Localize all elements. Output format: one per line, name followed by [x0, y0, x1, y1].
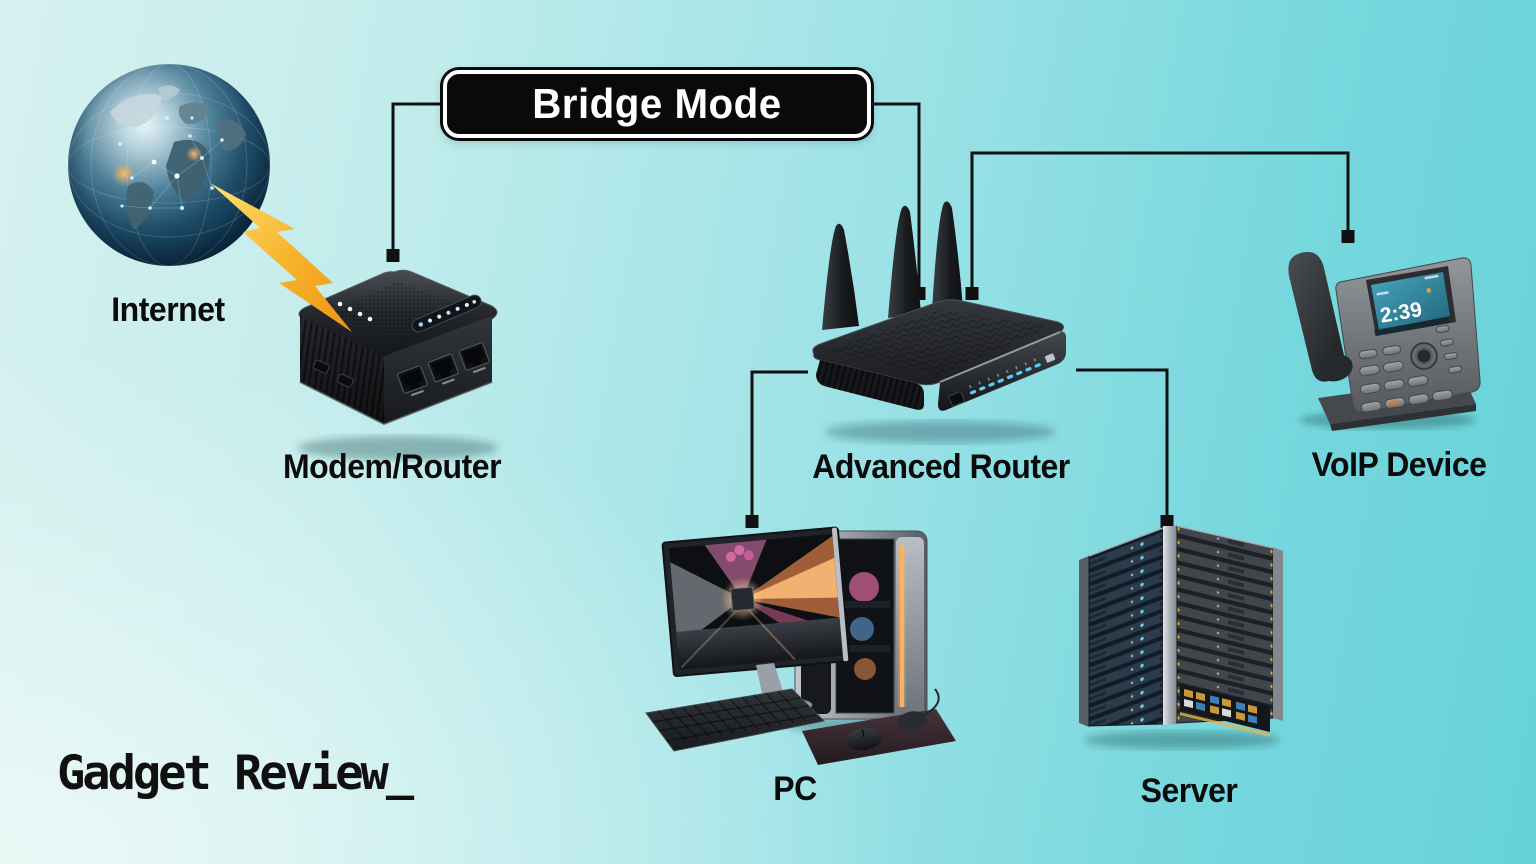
bridge-mode-title: Bridge Mode	[532, 80, 782, 127]
voip-phone-icon: 2:39	[1288, 252, 1481, 431]
modem-side-ports	[312, 359, 354, 388]
modem-ethernet-ports	[397, 342, 490, 397]
modem-status-leds	[337, 301, 373, 322]
server-left-rail	[1079, 556, 1089, 727]
server-left-face	[1088, 527, 1164, 727]
modem-router-icon	[298, 269, 498, 460]
pc-wallpaper	[670, 535, 843, 670]
server-right-rail	[1273, 547, 1283, 721]
router-led-panel	[948, 353, 1056, 407]
bridge-mode-title-box: Bridge Mode	[443, 70, 871, 138]
pc-monitor	[661, 526, 851, 677]
connector-title-to-router	[871, 102, 921, 288]
pc-mouse-on-pad	[846, 727, 882, 751]
pc-keyboard	[645, 688, 826, 752]
connector-terminals	[386, 230, 1355, 528]
desktop-pc-icon	[645, 526, 956, 765]
connector-router-to-voip	[970, 151, 1350, 288]
connector-router-to-server	[1076, 368, 1169, 517]
pc-mouse-right	[897, 688, 940, 731]
server-label: Server	[1140, 772, 1238, 810]
wireless-router-icon	[812, 201, 1066, 443]
lightning-bolt-icon	[210, 183, 352, 332]
connector-title-to-modem	[391, 102, 443, 251]
phone-nav-wheel	[1410, 342, 1438, 370]
router-front-face	[938, 331, 1066, 411]
gadget-review-watermark: Gadget Review_	[57, 746, 414, 801]
modem-router-label: Modem/Router	[282, 448, 502, 486]
phone-keypad	[1358, 325, 1462, 413]
server-rack-icon	[1079, 525, 1283, 749]
globe-network-icon	[67, 63, 271, 267]
phone-screen	[1371, 272, 1450, 330]
connector-router-to-pc	[750, 370, 808, 517]
phone-handset	[1288, 252, 1347, 382]
voip-device-label: VoIP Device	[1311, 446, 1487, 484]
advanced-router-label: Advanced Router	[812, 448, 1070, 486]
server-port-panel	[1180, 684, 1270, 737]
modem-led-strip	[411, 294, 482, 333]
pc-label: PC	[773, 770, 817, 808]
router-antennas	[822, 201, 963, 330]
server-center-rail	[1163, 526, 1177, 725]
internet-label: Internet	[111, 291, 225, 329]
